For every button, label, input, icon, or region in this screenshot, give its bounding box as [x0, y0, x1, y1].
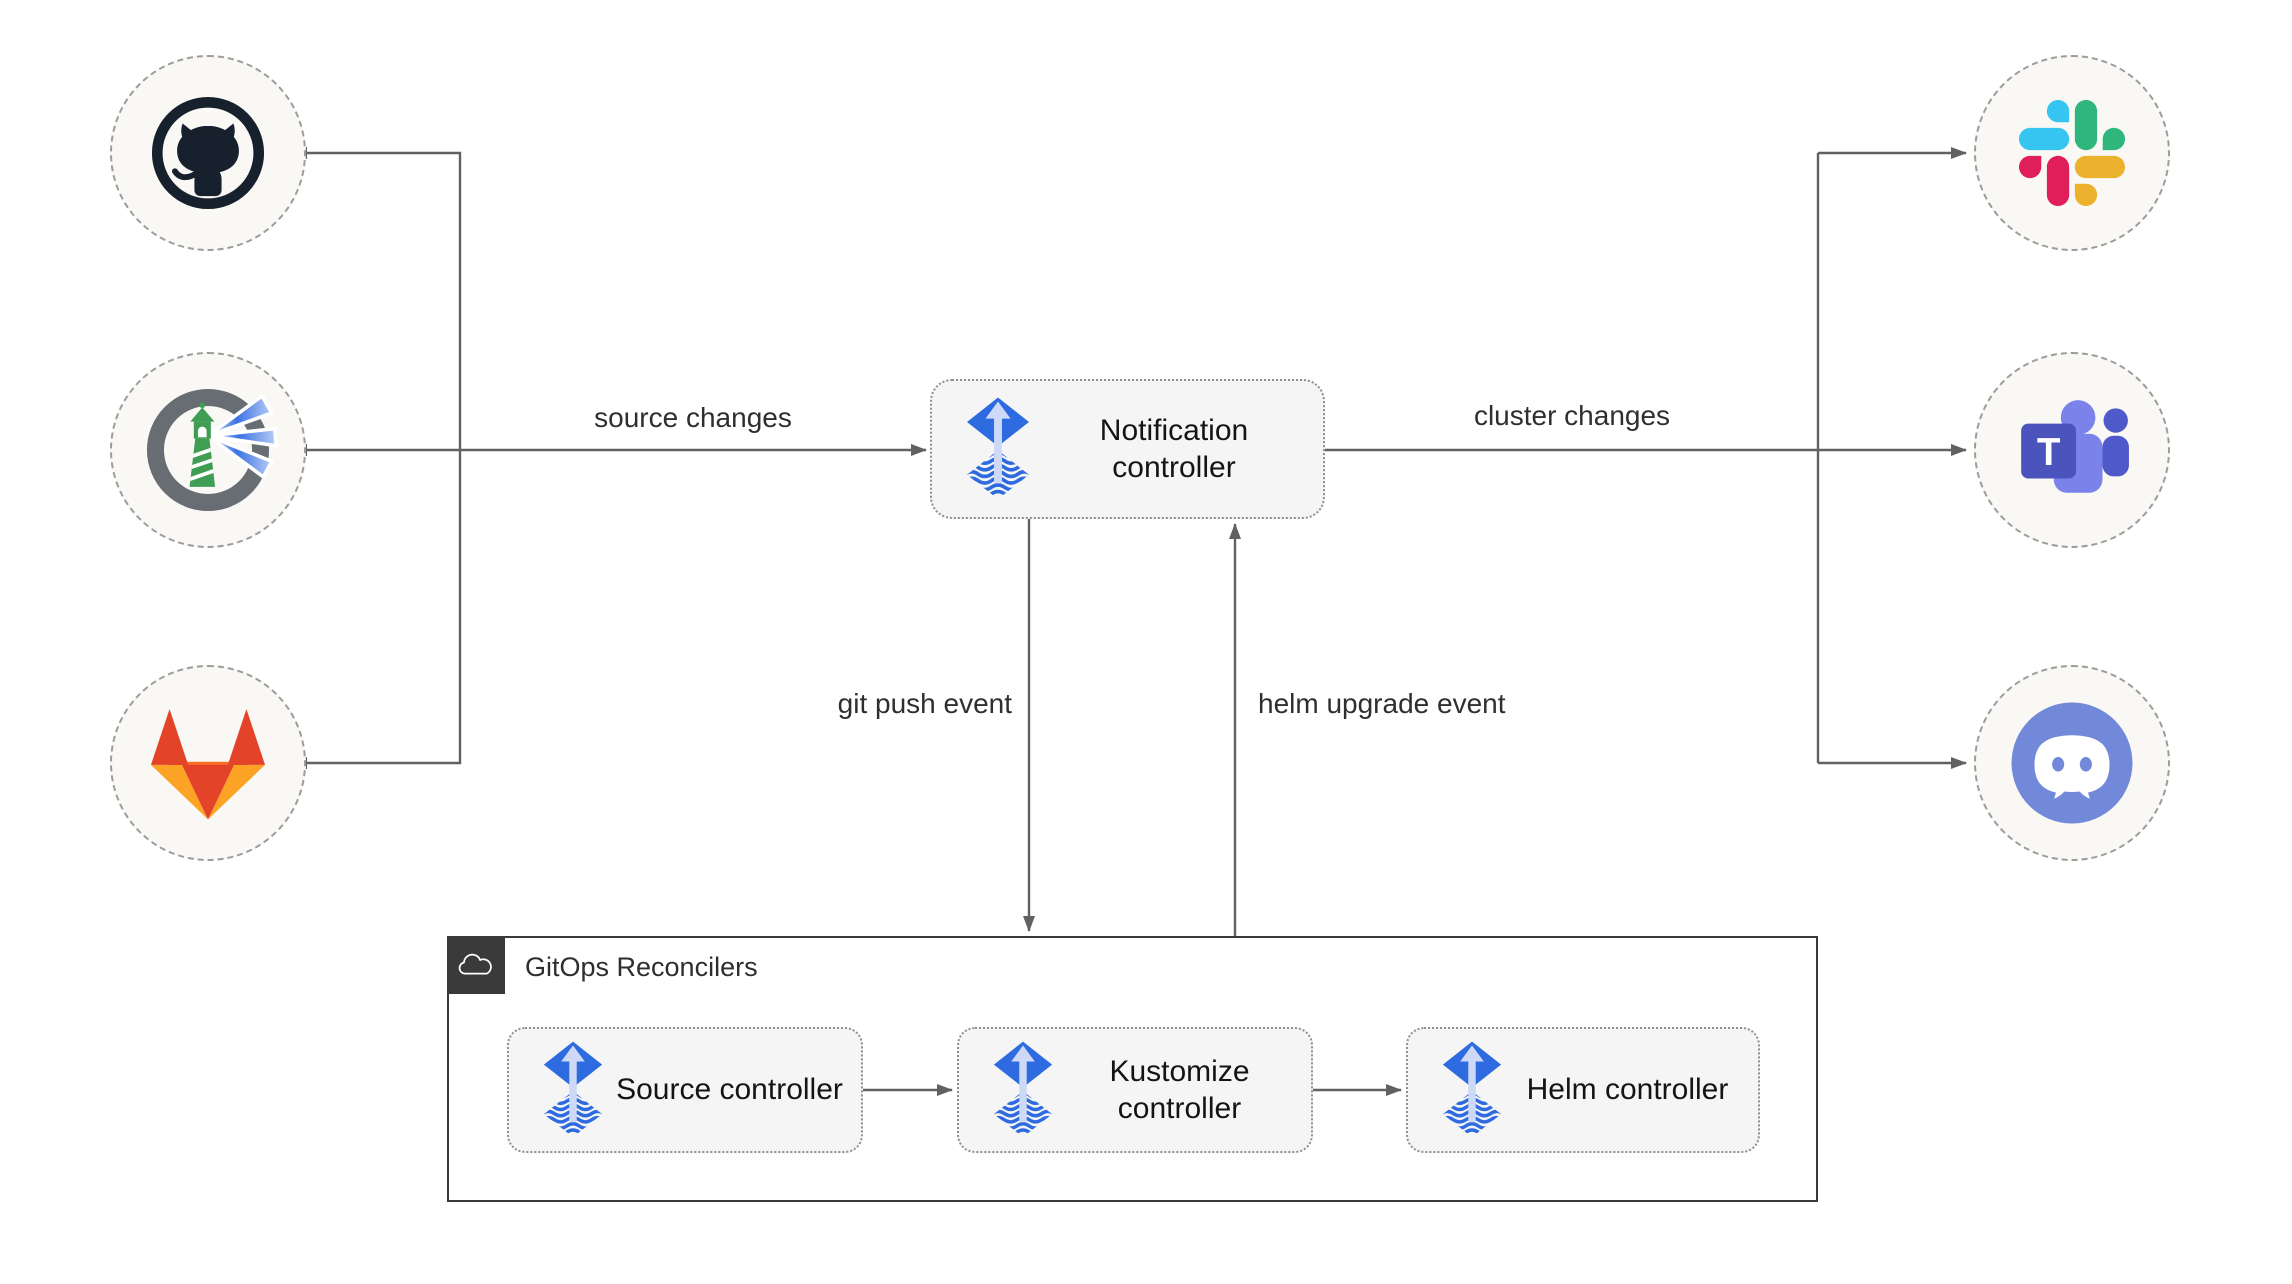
- edge-label-source-changes: source changes: [594, 402, 792, 433]
- kustomize-controller-label: Kustomize controller: [1109, 1054, 1250, 1125]
- github-icon: [149, 94, 267, 212]
- cloud-badge: [447, 936, 505, 994]
- wire-github-branch: [306, 151, 462, 765]
- edge-label-helm-upgrade-event: helm upgrade event: [1258, 688, 1506, 719]
- gitlab-endpoint: [110, 665, 306, 861]
- flux-icon: [965, 396, 1031, 502]
- harbor-endpoint: [110, 352, 306, 548]
- flux-icon: [992, 1040, 1054, 1140]
- kustomize-controller-node: Kustomize controller: [957, 1027, 1313, 1153]
- flux-icon: [1441, 1040, 1503, 1140]
- flux-icon: [542, 1040, 604, 1140]
- edge-label-git-push-event: git push event: [837, 688, 1012, 719]
- github-endpoint: [110, 55, 306, 251]
- teams-icon: [2011, 393, 2133, 507]
- flux-icon: [992, 1040, 1054, 1140]
- cloud-icon: [456, 950, 496, 980]
- helm-controller-label: Helm controller: [1526, 1073, 1729, 1107]
- teams-endpoint: [1974, 352, 2170, 548]
- flux-icon: [542, 1040, 604, 1140]
- harbor-icon: [137, 379, 279, 521]
- flux-icon: [1441, 1040, 1503, 1140]
- discord-endpoint: [1974, 665, 2170, 861]
- notification-controller-node: Notification controller: [930, 379, 1325, 519]
- edge-label-cluster-changes: cluster changes: [1473, 400, 1671, 431]
- source-controller-label: Source controller: [616, 1073, 843, 1107]
- slack-endpoint: [1974, 55, 2170, 251]
- gitops-reconcilers-container: GitOps Reconcilers: [447, 936, 1818, 1202]
- helm-controller-node: Helm controller: [1406, 1027, 1760, 1153]
- source-controller-node: Source controller: [507, 1027, 863, 1153]
- gitops-reconcilers-label: GitOps Reconcilers: [525, 952, 758, 982]
- gitlab-icon: [146, 704, 270, 822]
- slack-icon: [2019, 100, 2125, 206]
- discord-icon: [2009, 700, 2135, 826]
- flux-icon: [965, 396, 1031, 502]
- notification-controller-label: Notification controller: [1099, 413, 1249, 484]
